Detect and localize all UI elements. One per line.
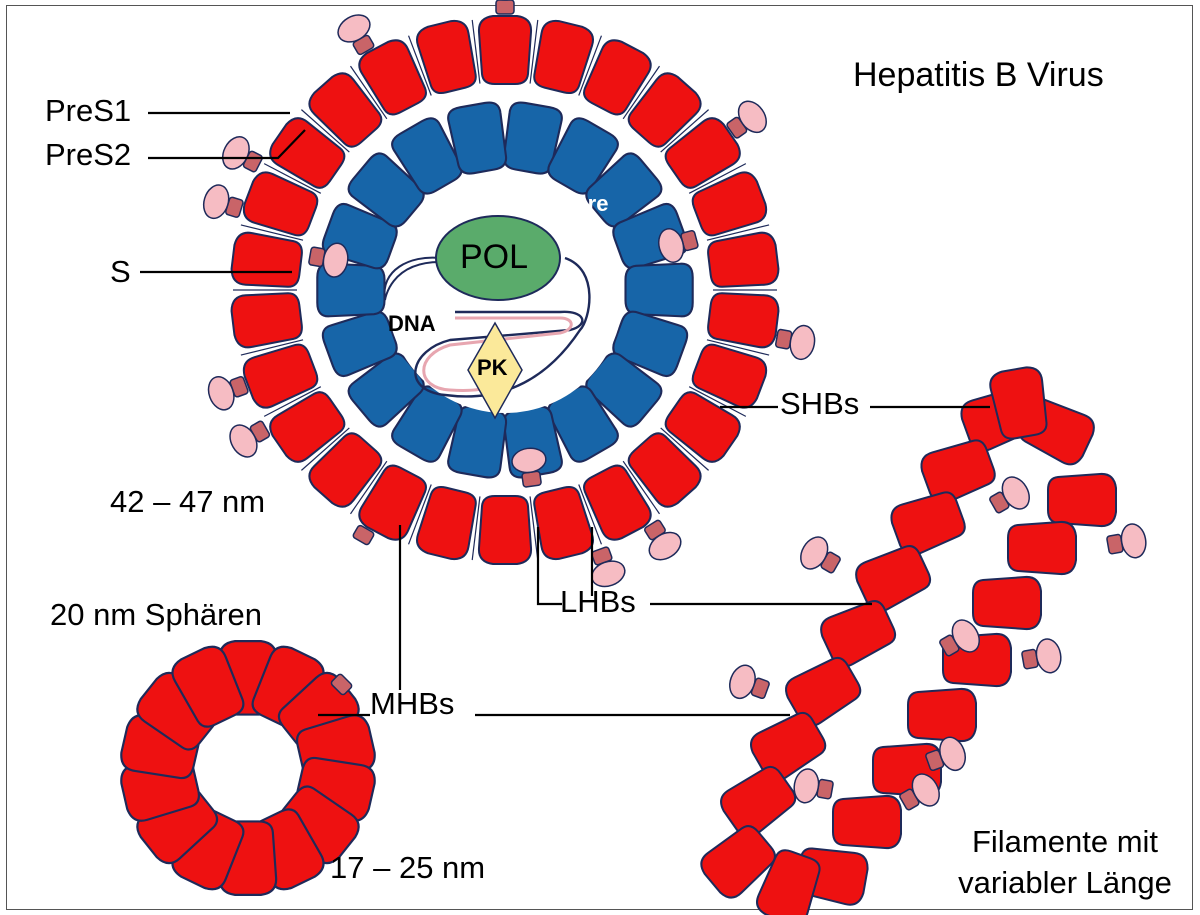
pres1-head bbox=[788, 324, 818, 362]
virion-size-label: 42 – 47 nm bbox=[110, 486, 265, 517]
pres2-label: PreS2 bbox=[45, 139, 131, 170]
filament-envelope-protein bbox=[1048, 474, 1116, 526]
pres2-stalk bbox=[496, 0, 514, 14]
pres1-head bbox=[200, 182, 233, 222]
surface-protein-knob bbox=[774, 321, 817, 361]
core-protein bbox=[626, 264, 693, 317]
envelope-protein bbox=[230, 231, 304, 291]
surface-protein-knob bbox=[200, 182, 246, 226]
pres1-head bbox=[1119, 522, 1149, 560]
mhbs-label: MHBs bbox=[370, 688, 454, 719]
surface-protein-knob bbox=[225, 413, 275, 461]
filaments-label-line2: variabler Länge bbox=[935, 867, 1195, 898]
filament-envelope-protein bbox=[973, 577, 1041, 629]
pk-label: PK bbox=[477, 357, 508, 379]
filaments-label-line1: Filamente mit bbox=[935, 826, 1195, 857]
diagram-title: Hepatitis B Virus bbox=[853, 58, 1104, 92]
envelope-protein bbox=[479, 16, 531, 84]
pol-label: POL bbox=[460, 240, 528, 274]
pres1-label: PreS1 bbox=[45, 95, 131, 126]
filament-surface-knob bbox=[795, 532, 845, 580]
filament-surface-knob bbox=[1105, 522, 1148, 562]
envelope-protein bbox=[706, 231, 780, 291]
filament-envelope-protein bbox=[1008, 522, 1076, 574]
filament-surface-knob bbox=[725, 662, 772, 707]
filament-envelope-protein bbox=[833, 796, 901, 848]
shbs-label: SHBs bbox=[780, 388, 859, 419]
envelope-protein bbox=[706, 289, 780, 349]
core-label: core bbox=[562, 193, 608, 215]
surface-protein-knob bbox=[218, 132, 267, 180]
virion-layer bbox=[200, 0, 817, 591]
spheres-label: 20 nm Sphären bbox=[50, 599, 262, 630]
filament-envelope-protein bbox=[908, 689, 976, 741]
sphere-size-label: 17 – 25 nm bbox=[330, 852, 485, 883]
filament-surface-knob bbox=[792, 767, 835, 807]
envelope-protein bbox=[479, 496, 531, 564]
s-label: S bbox=[110, 256, 131, 287]
dna-label: DNA bbox=[388, 313, 436, 335]
lhbs-label: LHBs bbox=[560, 586, 636, 617]
surface-protein-knob bbox=[488, 0, 522, 14]
pres2-stalk bbox=[522, 471, 542, 487]
envelope-protein bbox=[230, 289, 304, 349]
pres1-head bbox=[1034, 637, 1064, 675]
filament-surface-knob bbox=[1020, 637, 1063, 677]
